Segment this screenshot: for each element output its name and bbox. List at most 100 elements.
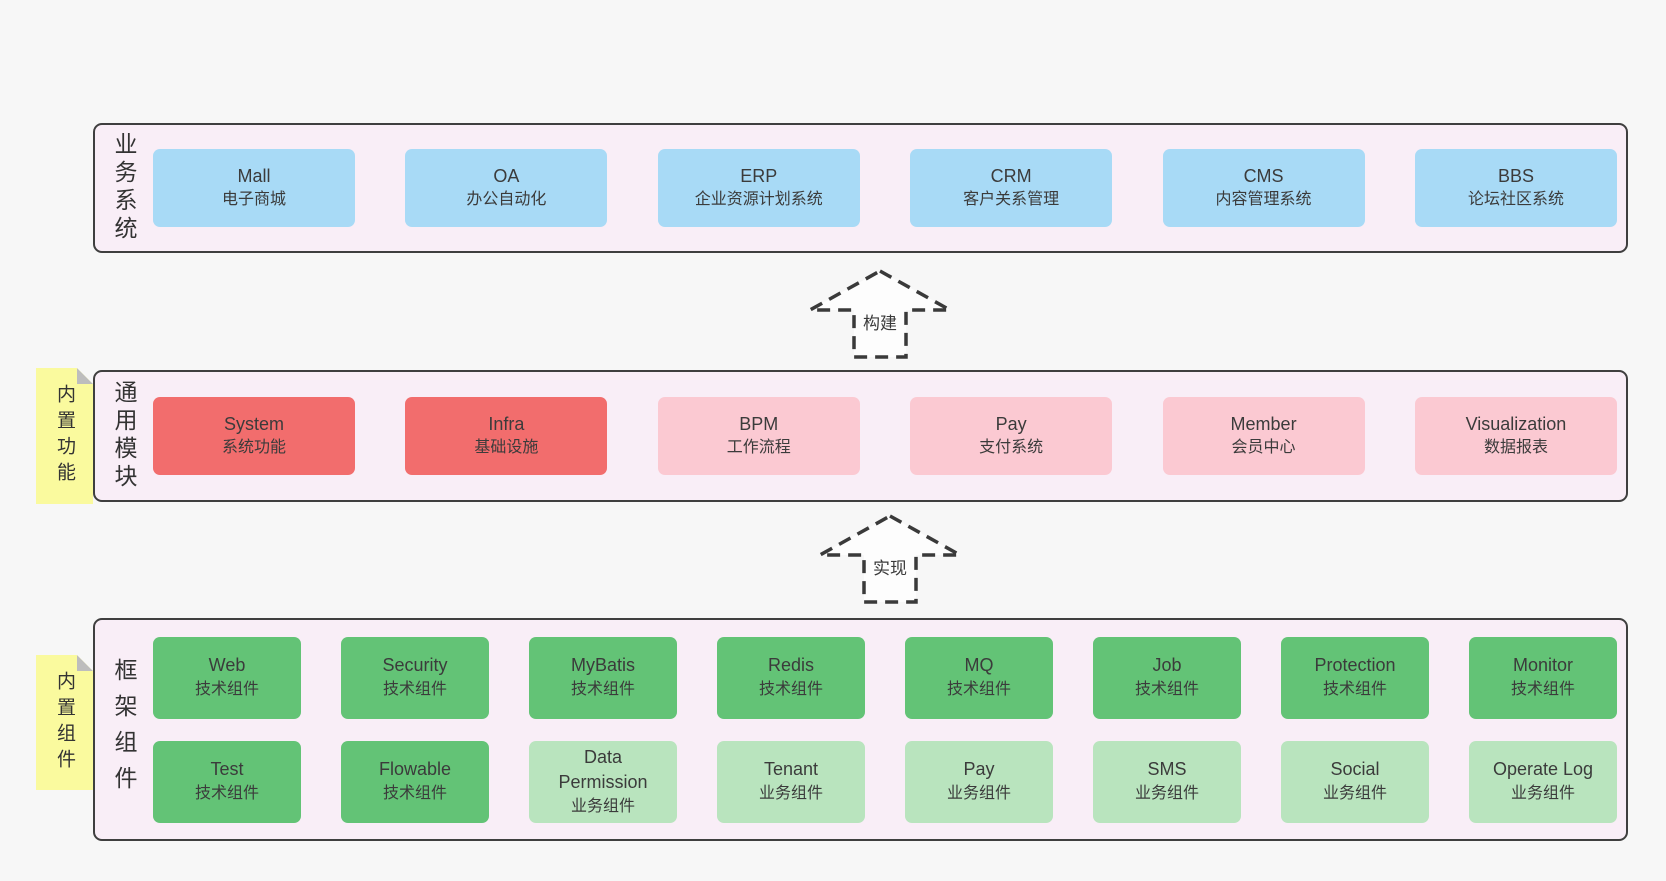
- box-cms: CMS 内容管理系统: [1162, 149, 1365, 227]
- box-pay-component-name: Pay: [963, 759, 995, 780]
- box-mall-desc: 电子商城: [221, 191, 286, 209]
- box-cms-desc: 内容管理系统: [1215, 191, 1312, 209]
- box-monitor-desc: 技术组件: [1510, 680, 1575, 698]
- band-label-framework-components: 框架组件: [111, 657, 137, 802]
- box-mybatis-desc: 技术组件: [570, 680, 635, 698]
- box-sms-desc: 业务组件: [1134, 784, 1199, 802]
- band-common-modules-rows: System 系统功能 Infra 基础设施 BPM 工作流程 Pay 支付系统…: [153, 372, 1626, 500]
- box-social-desc: 业务组件: [1322, 784, 1387, 802]
- box-crm-desc: 客户关系管理: [963, 191, 1060, 209]
- box-bbs: BBS 论坛社区系统: [1414, 149, 1617, 227]
- box-social-name: Social: [1330, 759, 1380, 780]
- box-protection-name: Protection: [1314, 655, 1396, 676]
- band-business-systems: 业务系统 Mall 电子商城 OA 办公自动化 ERP 企业资源计划系统 CRM…: [93, 123, 1628, 253]
- box-redis: Redis 技术组件: [717, 636, 865, 719]
- box-protection: Protection 技术组件: [1281, 636, 1429, 719]
- note-built-in-functions-label: 内置功能: [54, 384, 75, 488]
- box-member-desc: 会员中心: [1231, 439, 1296, 457]
- box-monitor: Monitor 技术组件: [1469, 636, 1617, 719]
- box-sms: SMS 业务组件: [1093, 740, 1241, 823]
- build-arrow: 构建: [805, 268, 955, 360]
- box-system-name: System: [223, 413, 284, 434]
- box-redis-desc: 技术组件: [758, 680, 823, 698]
- box-job: Job 技术组件: [1093, 636, 1241, 719]
- box-mall: Mall 电子商城: [153, 149, 355, 227]
- box-security-desc: 技术组件: [382, 680, 447, 698]
- box-security: Security 技术组件: [341, 636, 489, 719]
- box-crm-name: CRM: [990, 165, 1032, 186]
- business-systems-row: Mall 电子商城 OA 办公自动化 ERP 企业资源计划系统 CRM 客户关系…: [153, 149, 1617, 227]
- box-oa-desc: 办公自动化: [466, 191, 547, 209]
- band-framework-components-rows: Web 技术组件 Security 技术组件 MyBatis 技术组件 Redi…: [153, 620, 1626, 839]
- box-infra: Infra 基础设施: [405, 397, 608, 475]
- box-bpm: BPM 工作流程: [657, 397, 860, 475]
- box-test: Test 技术组件: [153, 740, 301, 823]
- box-oa-name: OA: [493, 165, 520, 186]
- box-system-desc: 系统功能: [221, 439, 286, 457]
- box-crm: CRM 客户关系管理: [910, 149, 1113, 227]
- box-bbs-desc: 论坛社区系统: [1467, 191, 1564, 209]
- box-operate-log: Operate Log 业务组件: [1469, 740, 1617, 823]
- box-pay-component: Pay 业务组件: [905, 740, 1053, 823]
- box-infra-desc: 基础设施: [474, 439, 539, 457]
- band-business-systems-rows: Mall 电子商城 OA 办公自动化 ERP 企业资源计划系统 CRM 客户关系…: [153, 125, 1626, 251]
- box-erp: ERP 企业资源计划系统: [657, 149, 860, 227]
- box-visualization-desc: 数据报表: [1483, 439, 1548, 457]
- box-visualization: Visualization 数据报表: [1414, 397, 1617, 475]
- note-built-in-components: 内置组件: [36, 655, 93, 790]
- box-flowable: Flowable 技术组件: [341, 740, 489, 823]
- box-system: System 系统功能: [153, 397, 355, 475]
- framework-components-row-1: Web 技术组件 Security 技术组件 MyBatis 技术组件 Redi…: [153, 636, 1617, 719]
- box-tenant-desc: 业务组件: [758, 784, 823, 802]
- box-data-permission-desc: 业务组件: [570, 797, 635, 815]
- box-mq-desc: 技术组件: [946, 680, 1011, 698]
- box-operate-log-desc: 业务组件: [1510, 784, 1575, 802]
- band-common-modules: 通用模块 System 系统功能 Infra 基础设施 BPM 工作流程 Pay…: [93, 370, 1628, 502]
- box-security-name: Security: [382, 655, 448, 676]
- box-web: Web 技术组件: [153, 636, 301, 719]
- box-mq: MQ 技术组件: [905, 636, 1053, 719]
- box-web-name: Web: [208, 655, 246, 676]
- box-tenant-name: Tenant: [763, 759, 819, 780]
- note-built-in-components-label: 内置组件: [54, 670, 75, 775]
- box-bpm-desc: 工作流程: [726, 439, 791, 457]
- common-modules-row: System 系统功能 Infra 基础设施 BPM 工作流程 Pay 支付系统…: [153, 397, 1617, 475]
- box-mall-name: Mall: [237, 165, 271, 186]
- box-pay-module-name: Pay: [995, 413, 1027, 434]
- box-operate-log-name: Operate Log: [1492, 759, 1594, 780]
- box-tenant: Tenant 业务组件: [717, 740, 865, 823]
- implement-arrow-label: 实现: [870, 554, 910, 579]
- box-bpm-name: BPM: [739, 413, 779, 434]
- box-pay-module: Pay 支付系统: [910, 397, 1113, 475]
- box-erp-desc: 企业资源计划系统: [694, 191, 823, 209]
- box-test-name: Test: [210, 759, 244, 780]
- note-built-in-functions: 内置功能: [36, 368, 93, 504]
- band-framework-components: 框架组件 Web 技术组件 Security 技术组件 MyBatis 技术组件…: [93, 618, 1628, 841]
- box-flowable-name: Flowable: [378, 759, 452, 780]
- note-fold-corner-icon: [77, 368, 93, 384]
- box-visualization-name: Visualization: [1465, 413, 1567, 434]
- framework-components-row-2: Test 技术组件 Flowable 技术组件 Data Permission …: [153, 740, 1617, 823]
- box-data-permission-name: Data Permission: [558, 746, 648, 793]
- box-infra-name: Infra: [488, 413, 525, 434]
- box-test-desc: 技术组件: [194, 784, 259, 802]
- band-label-business-systems: 业务系统: [111, 132, 137, 244]
- box-mybatis-name: MyBatis: [570, 655, 635, 676]
- box-job-desc: 技术组件: [1134, 680, 1199, 698]
- box-web-desc: 技术组件: [194, 680, 259, 698]
- build-arrow-label: 构建: [860, 309, 900, 334]
- box-oa: OA 办公自动化: [405, 149, 608, 227]
- implement-arrow: 实现: [815, 513, 965, 605]
- box-erp-name: ERP: [740, 165, 778, 186]
- note-fold-corner-icon: [77, 655, 93, 671]
- box-mybatis: MyBatis 技术组件: [529, 636, 677, 719]
- box-bbs-name: BBS: [1497, 165, 1534, 186]
- box-pay-component-desc: 业务组件: [946, 784, 1011, 802]
- box-job-name: Job: [1152, 655, 1182, 676]
- box-social: Social 业务组件: [1281, 740, 1429, 823]
- box-member-name: Member: [1230, 413, 1297, 434]
- box-member: Member 会员中心: [1162, 397, 1365, 475]
- box-data-permission: Data Permission 业务组件: [529, 740, 677, 823]
- box-cms-name: CMS: [1243, 165, 1284, 186]
- box-mq-name: MQ: [964, 655, 994, 676]
